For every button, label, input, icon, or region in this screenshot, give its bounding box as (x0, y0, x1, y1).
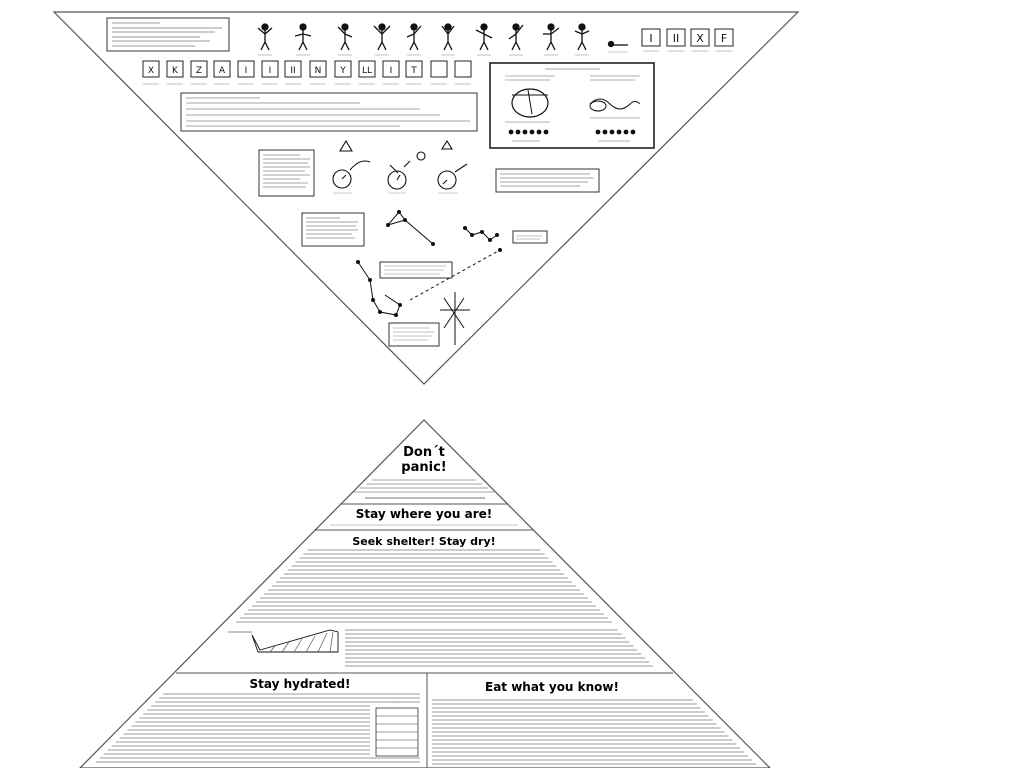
hydrated-title: Stay hydrated! (249, 677, 350, 691)
signal-figure-icon (406, 23, 422, 56)
signal-panel-box (489, 62, 655, 149)
ground-code-box: II (666, 28, 686, 52)
signal-figure-icon (294, 23, 312, 56)
signal-dots (508, 129, 636, 135)
dont-panic-title-line2: panic! (401, 460, 446, 475)
stay-where-title: Stay where you are! (356, 507, 493, 521)
ground-code-box: I (641, 28, 661, 52)
star-navigation-section (301, 210, 548, 347)
eat-body (432, 699, 757, 765)
dont-panic-body (354, 479, 494, 499)
signal-symbol-box (430, 60, 448, 85)
signal-symbol-text: A (219, 66, 226, 76)
signal-symbol-box: I (261, 60, 279, 85)
whistle-icon (589, 98, 641, 112)
southern-cross-icon (440, 292, 470, 345)
clock-icon-2 (387, 170, 407, 190)
clock-icon-1 (332, 169, 352, 189)
signal-symbol-text: Z (196, 66, 202, 76)
signal-symbol-box: A (213, 60, 231, 85)
signal-symbol-box: Z (190, 60, 208, 85)
clock-icon-3 (437, 170, 457, 190)
signal-symbol-box: X (142, 60, 160, 85)
signal-figure-icon (508, 23, 524, 56)
signal-symbol-text: I (269, 66, 272, 76)
signal-symbol-box: N (309, 60, 327, 85)
eat-title: Eat what you know! (485, 680, 619, 694)
info-box-top-left (106, 17, 230, 52)
ground-code-box: X (690, 28, 710, 52)
signal-symbol-box: I (237, 60, 255, 85)
signal-symbol-text: I (245, 66, 248, 76)
orientation-section (258, 139, 600, 197)
signal-figure-icon (441, 23, 455, 56)
shelter-title: Seek shelter! Stay dry! (352, 535, 495, 548)
hydrated-body (95, 693, 420, 763)
signal-symbol-box: K (166, 60, 184, 85)
rules-text-box (180, 92, 478, 132)
signal-figure-icon (257, 23, 273, 56)
signal-figure-icon (337, 23, 353, 56)
body-signal-figures (257, 23, 628, 56)
signal-symbol-text: K (172, 66, 179, 76)
signal-symbol-text: I (390, 66, 393, 76)
lying-figure-icon (607, 40, 628, 53)
ground-code-text: I (649, 32, 652, 45)
signal-symbol-text: X (148, 66, 154, 76)
signal-figure-icon (475, 23, 493, 56)
ground-code-box: F (714, 28, 734, 52)
ground-code-text: X (696, 32, 704, 45)
hydration-table (375, 701, 419, 757)
ground-code-text: II (673, 32, 680, 45)
dont-panic-title-line1: Don´t (403, 445, 445, 460)
signal-symbol-text: LL (362, 66, 372, 76)
signal-symbol-text: N (315, 66, 322, 76)
shelter-body (236, 549, 654, 667)
signal-mirror-icon (511, 88, 549, 118)
ground-code-text: F (721, 32, 727, 45)
signal-figure-icon (373, 23, 391, 56)
signal-symbol-text: II (290, 66, 295, 76)
signal-symbol-text: Y (339, 66, 346, 76)
signal-symbol-box: T (405, 60, 423, 85)
shelter-diagram (228, 629, 339, 653)
signal-symbol-box: LL (358, 60, 376, 85)
signal-symbol-box: II (284, 60, 302, 85)
lower-triangle: Don´t panic! Stay where you are! Seek sh… (79, 419, 771, 768)
signal-figure-icon (543, 23, 560, 56)
signal-figure-icon (574, 23, 590, 56)
signal-symbol-box: Y (334, 60, 352, 85)
signal-symbol-box (454, 60, 472, 85)
signal-symbol-box: I (382, 60, 400, 85)
signal-symbol-text: T (410, 66, 417, 76)
